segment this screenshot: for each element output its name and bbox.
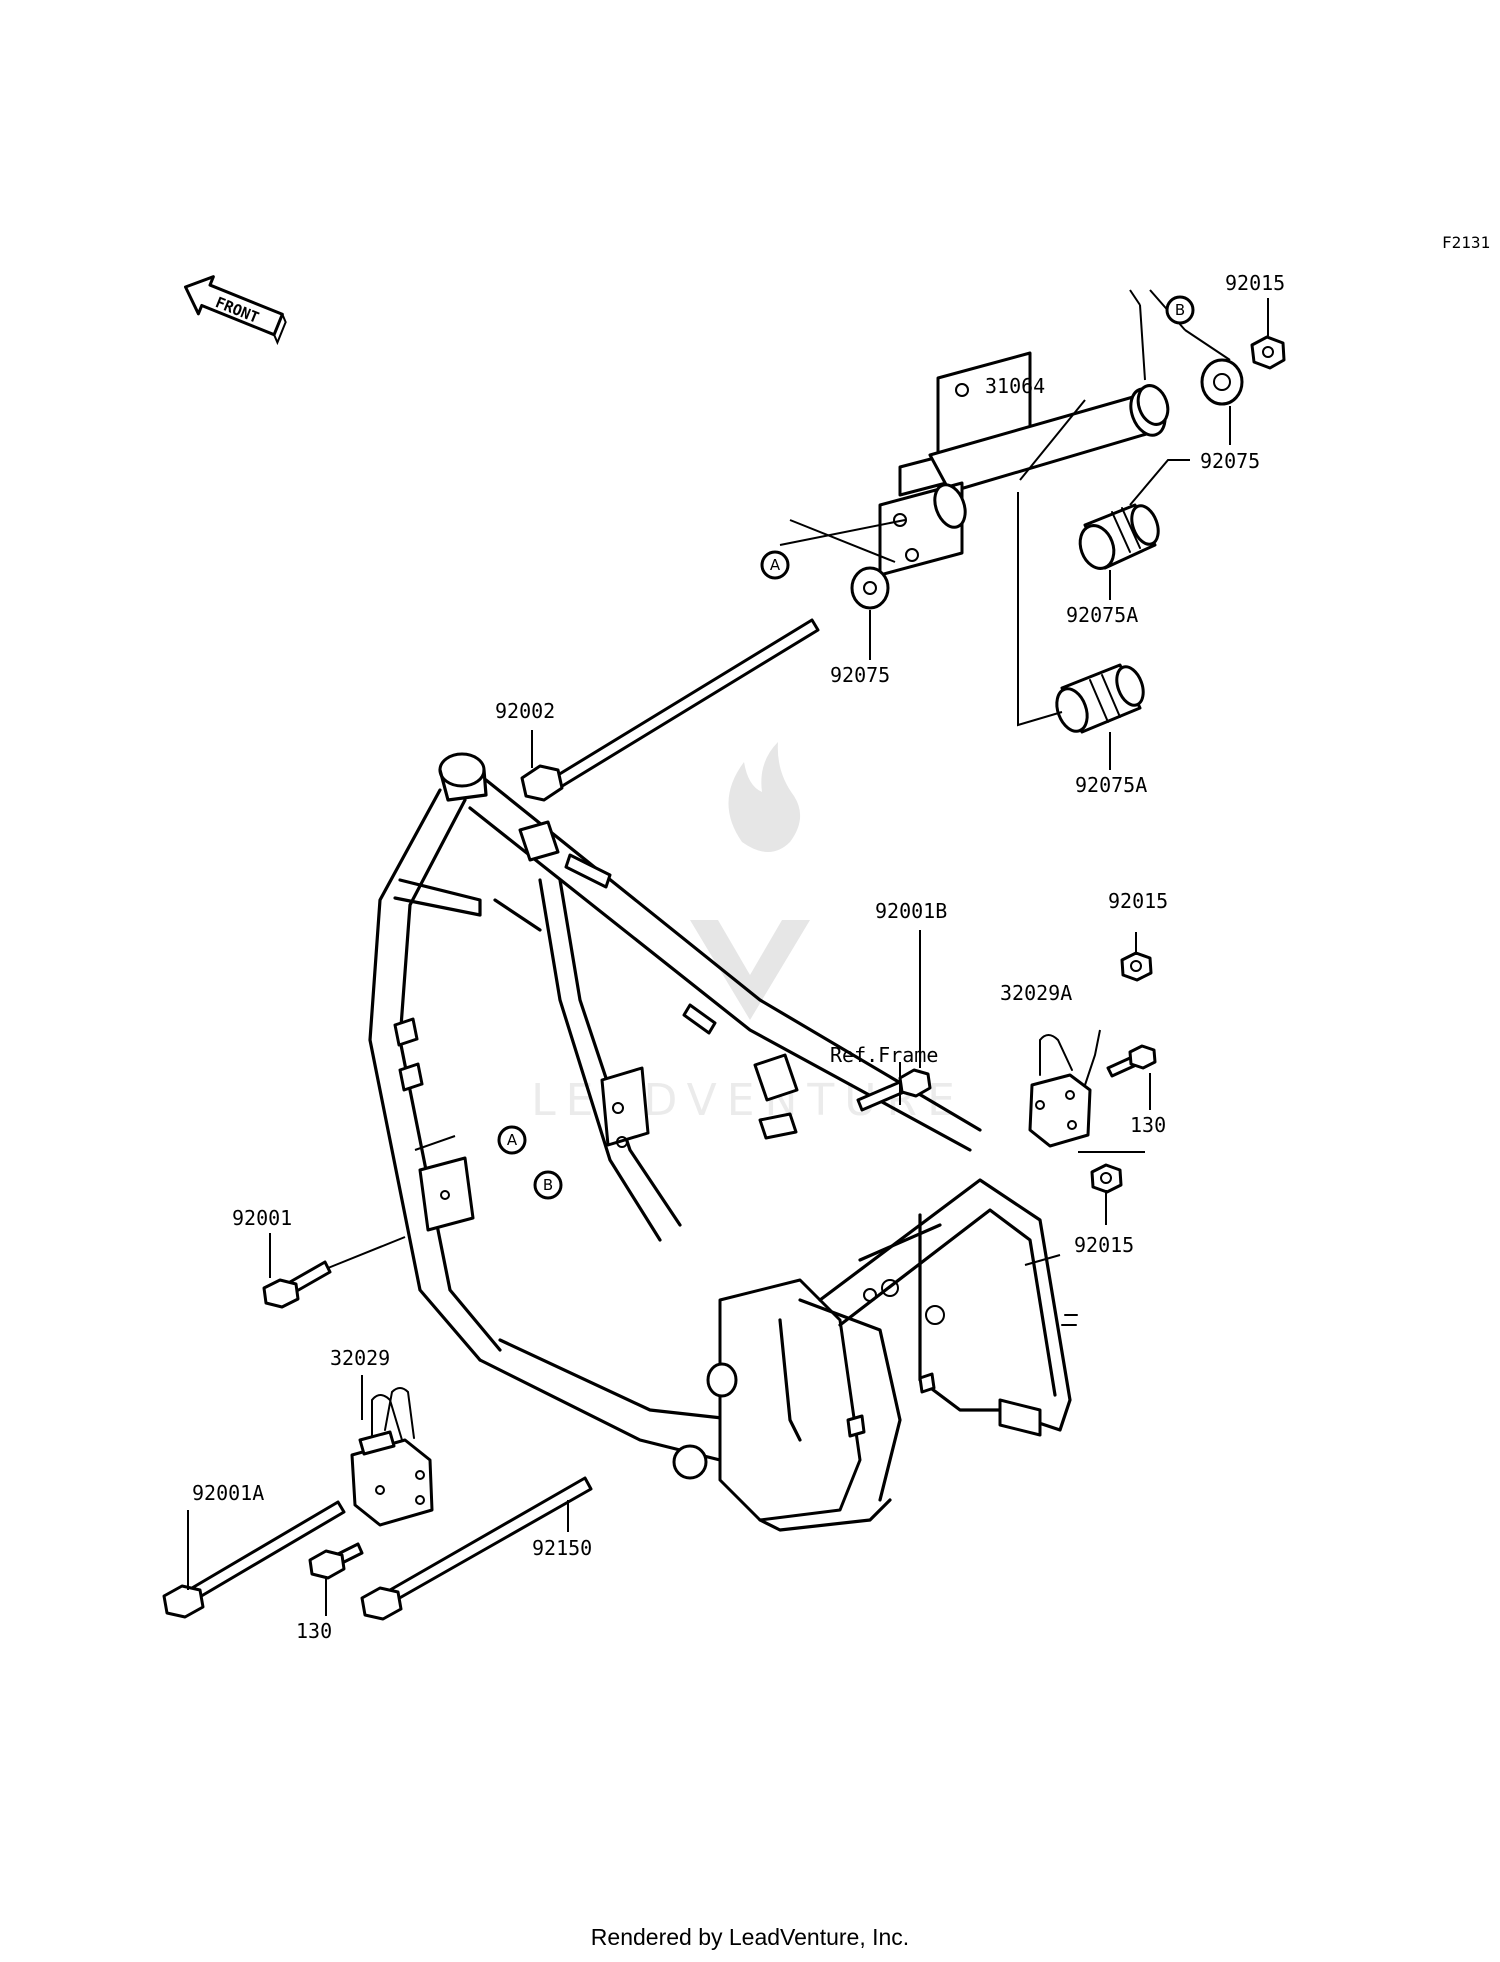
part-92001a-bolt (162, 1500, 346, 1619)
svg-text:B: B (543, 1176, 553, 1194)
label-130-right: 130 (1130, 1113, 1166, 1137)
svg-text:B: B (1175, 301, 1185, 319)
part-92015-nut-top (1250, 335, 1286, 370)
label-92075a-lower: 92075A (1075, 773, 1147, 797)
part-labels: 92015 31064 92075 92075A 92075 92075A 92… (192, 271, 1285, 1643)
part-92075a-rubber-lower (1055, 663, 1145, 734)
label-92075a-upper: 92075A (1066, 603, 1138, 627)
callout-b-upper: B (1165, 295, 1195, 325)
front-arrow-icon: FRONT (183, 275, 287, 346)
part-130-bolt-left (308, 1542, 364, 1580)
svg-text:A: A (507, 1131, 518, 1149)
part-92075-bush-right (1200, 358, 1244, 406)
footer-credit: Rendered by LeadVenture, Inc. (591, 1924, 909, 1950)
callout-a-upper: A (760, 550, 790, 580)
part-31064-tube (878, 351, 1170, 577)
part-130-bolt-right (1106, 1044, 1157, 1078)
label-92015-low: 92015 (1074, 1233, 1134, 1257)
label-92150: 92150 (532, 1536, 592, 1560)
label-92015-top: 92015 (1225, 271, 1285, 295)
main-frame (368, 752, 1078, 1532)
label-92015-mid: 92015 (1108, 889, 1168, 913)
diagram-code: F2131 (1442, 233, 1490, 252)
part-92002-bolt (520, 618, 820, 802)
part-92075a-rubber-upper (1078, 503, 1160, 570)
callout-b-lower: B (533, 1170, 563, 1200)
part-92001-bolt (262, 1260, 332, 1309)
part-92150-bolt (360, 1476, 593, 1621)
label-92001a: 92001A (192, 1481, 264, 1505)
callout-a-lower: A (497, 1125, 527, 1155)
svg-text:A: A (770, 556, 781, 574)
label-ref-frame: Ref.Frame (830, 1043, 938, 1067)
part-92015-nut-mid (1120, 951, 1153, 982)
label-92002: 92002 (495, 699, 555, 723)
part-32029-bracket (350, 1387, 434, 1527)
label-130-left: 130 (296, 1619, 332, 1643)
label-92075-left: 92075 (830, 663, 890, 687)
label-92001b: 92001B (875, 899, 947, 923)
label-32029a: 32029A (1000, 981, 1072, 1005)
part-92015-nut-low (1090, 1163, 1123, 1194)
label-31064: 31064 (985, 374, 1045, 398)
part-92075-bush-left (850, 566, 890, 610)
label-92001: 92001 (232, 1206, 292, 1230)
label-32029: 32029 (330, 1346, 390, 1370)
part-92001b-bolt (856, 1068, 932, 1112)
part-32029a-bracket (1028, 1034, 1092, 1148)
label-92075-right: 92075 (1200, 449, 1260, 473)
